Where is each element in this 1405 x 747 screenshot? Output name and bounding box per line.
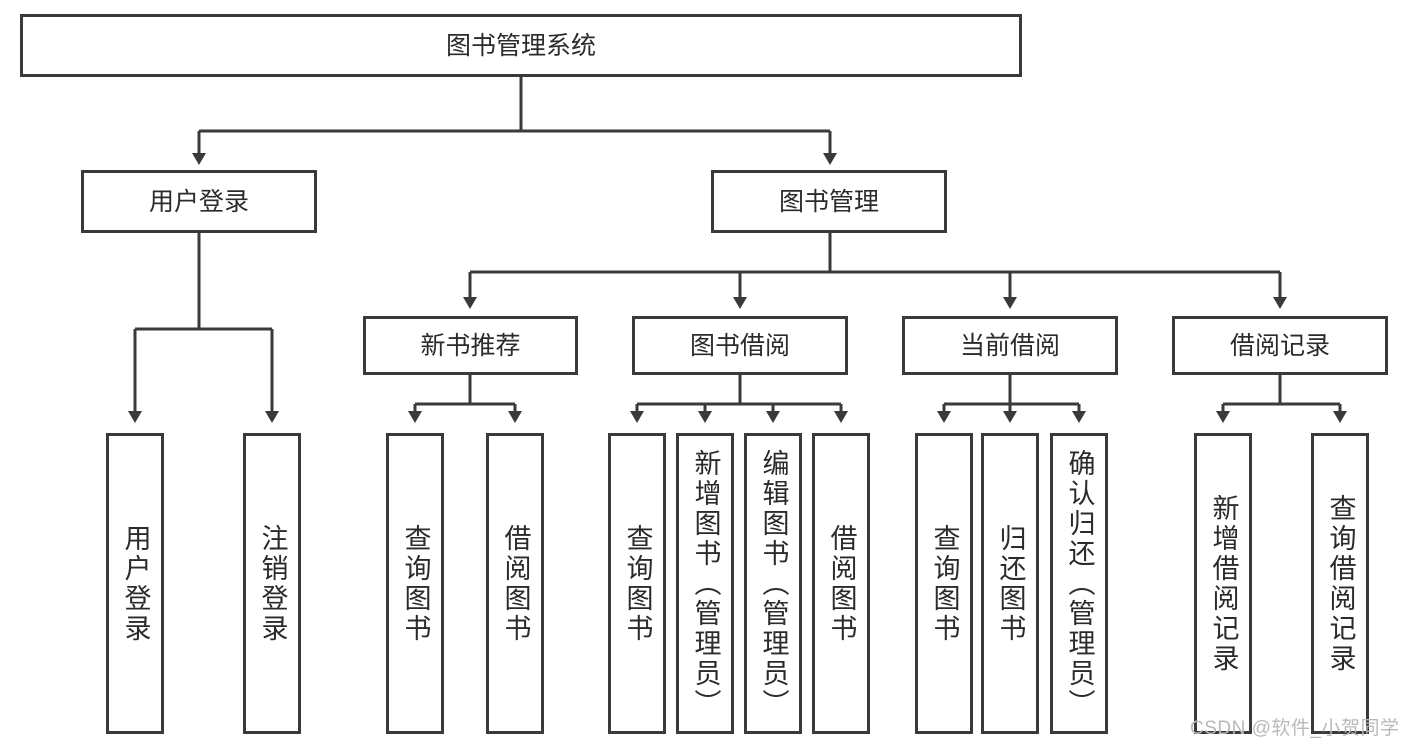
node-borrow-record[interactable]: 借阅记录: [1172, 316, 1388, 375]
leaf-user-login-logout[interactable]: 注销登录: [243, 433, 301, 734]
leaf-book-borrow-edit-book-admin[interactable]: 编辑图书（管理员）: [744, 433, 802, 734]
node-label: 查询借阅记录: [1325, 493, 1356, 674]
node-book-management[interactable]: 图书管理: [711, 170, 947, 233]
node-label: 注销登录: [257, 523, 288, 644]
node-label: 图书管理系统: [445, 31, 596, 60]
node-label: 新书推荐: [420, 331, 521, 360]
node-label: 借阅图书: [500, 523, 531, 644]
node-label: 查询图书: [622, 523, 653, 644]
node-label: 用户登录: [120, 523, 151, 644]
node-label: 归还图书: [995, 523, 1026, 644]
leaf-user-login-login[interactable]: 用户登录: [106, 433, 164, 734]
node-label: 用户登录: [148, 187, 249, 216]
node-root-book-management-system[interactable]: 图书管理系统: [20, 14, 1022, 77]
leaf-book-borrow-query-book[interactable]: 查询图书: [608, 433, 666, 734]
node-current-borrow[interactable]: 当前借阅: [902, 316, 1118, 375]
node-label: 当前借阅: [959, 331, 1060, 360]
leaf-book-borrow-borrow-book[interactable]: 借阅图书: [812, 433, 870, 734]
csdn-watermark: CSDN @软件_小贺同学: [1190, 718, 1400, 739]
node-label: 借阅图书: [826, 523, 857, 644]
leaf-current-borrow-confirm-return-admin[interactable]: 确认归还（管理员）: [1050, 433, 1108, 734]
node-label: 确认归还（管理员）: [1064, 448, 1095, 719]
node-label: 新增图书（管理员）: [690, 448, 721, 719]
leaf-borrow-record-add-record[interactable]: 新增借阅记录: [1194, 433, 1252, 734]
leaf-new-book-query-book[interactable]: 查询图书: [386, 433, 444, 734]
node-label: 编辑图书（管理员）: [758, 448, 789, 719]
leaf-current-borrow-query-book[interactable]: 查询图书: [915, 433, 973, 734]
leaf-new-book-borrow-book[interactable]: 借阅图书: [486, 433, 544, 734]
node-label: 查询图书: [400, 523, 431, 644]
node-label: 新增借阅记录: [1208, 493, 1239, 674]
node-label: 图书管理: [778, 187, 879, 216]
node-label: 查询图书: [929, 523, 960, 644]
leaf-current-borrow-return-book[interactable]: 归还图书: [981, 433, 1039, 734]
node-label: 借阅记录: [1229, 331, 1330, 360]
node-user-login[interactable]: 用户登录: [81, 170, 317, 233]
node-book-borrow[interactable]: 图书借阅: [632, 316, 848, 375]
node-label: 图书借阅: [689, 331, 790, 360]
leaf-borrow-record-query-record[interactable]: 查询借阅记录: [1311, 433, 1369, 734]
node-new-book-recommend[interactable]: 新书推荐: [363, 316, 578, 375]
leaf-book-borrow-add-book-admin[interactable]: 新增图书（管理员）: [676, 433, 734, 734]
